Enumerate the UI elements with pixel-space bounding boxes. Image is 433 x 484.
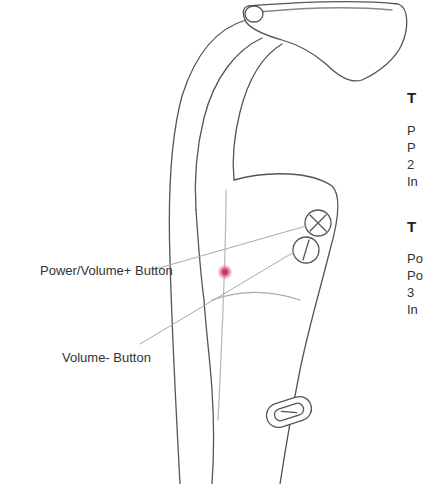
text-fragment: Po — [407, 252, 423, 265]
text-fragment: P — [407, 141, 416, 154]
heading-fragment: T — [407, 219, 416, 234]
heading-fragment: T — [407, 90, 416, 105]
text-fragment: 3 — [407, 286, 414, 299]
text-fragment: 2 — [407, 158, 414, 171]
text-fragment: Po — [407, 269, 423, 282]
part-label: Volume- Button — [62, 351, 151, 364]
text-fragment: In — [407, 303, 418, 316]
text-fragment: In — [407, 175, 418, 188]
text-fragment: P — [407, 124, 416, 137]
part-label: Power/Volume+ Button — [40, 264, 173, 277]
